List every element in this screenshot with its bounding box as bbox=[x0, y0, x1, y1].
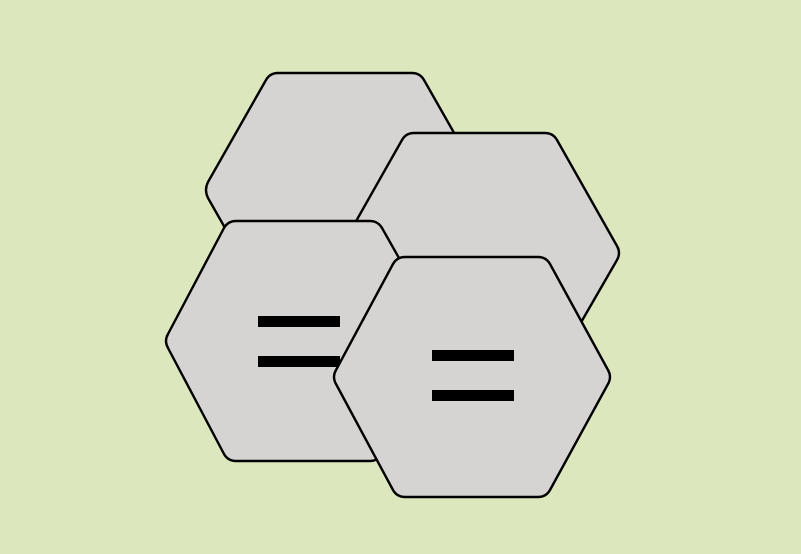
equals-icon bbox=[258, 316, 340, 367]
equals-icon bbox=[432, 350, 514, 401]
hex-tile-front-right[interactable] bbox=[332, 255, 612, 499]
